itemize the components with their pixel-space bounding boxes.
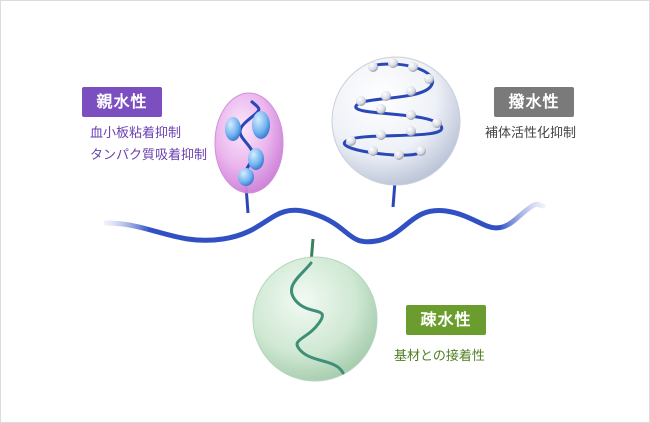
hydrophobic-label: 疎水性 — [406, 305, 486, 335]
hydrophobic-description: 基材との接着性 — [394, 346, 485, 368]
amphiphilic-sphere — [331, 56, 461, 208]
hydrophilic-bead — [238, 168, 254, 186]
polymer-backbone — [103, 201, 546, 245]
hydrophobic-ball — [252, 256, 378, 382]
hydrophilic-chain — [238, 99, 261, 184]
hydrophobic-sphere — [252, 238, 378, 382]
hydrophilic-effect-2: タンパク質吸着抑制 — [90, 148, 208, 163]
hydrophilic-capsule — [214, 92, 284, 214]
hydrophilic-bead — [225, 117, 241, 141]
hydrophobic-chain — [289, 261, 345, 375]
amphiphilic-description: 補体活性化抑制 — [485, 123, 576, 145]
amphiphilic-label: 撥水性 — [494, 87, 574, 117]
hydrophobic-effect-1: 基材との接着性 — [394, 349, 485, 364]
hydrophilic-effect-1: 血小板粘着抑制 — [90, 126, 182, 141]
hydrophilic-bead — [252, 111, 270, 139]
amphiphilic-beads — [346, 58, 442, 160]
amphiphilic-effect-1: 補体活性化抑制 — [485, 126, 577, 141]
hydrophilic-bead — [248, 148, 264, 170]
hydrophilic-label: 親水性 — [82, 87, 162, 117]
hydrophilic-description: 血小板粘着抑制 タンパク質吸着抑制 — [90, 123, 207, 167]
